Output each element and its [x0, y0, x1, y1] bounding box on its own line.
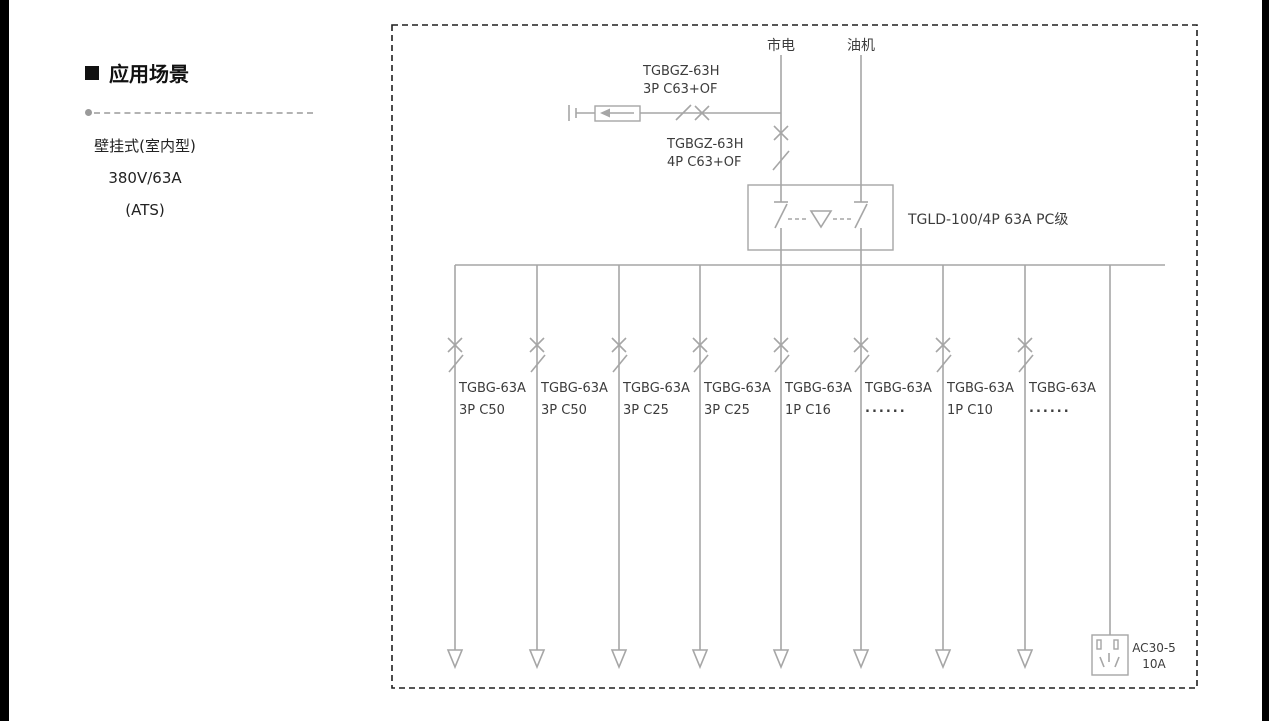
separator-dot	[85, 109, 92, 116]
branch-model: TGBG-63A	[864, 381, 932, 396]
branch-spec: 3P C25	[704, 403, 750, 418]
branch-model: TGBG-63A	[1028, 381, 1096, 396]
branch-model: TGBG-63A	[703, 381, 771, 396]
branch-spec: 1P C16	[785, 403, 831, 418]
branch-circuit-7: TGBG-63A 1P C10	[934, 265, 1014, 670]
load-arrow	[934, 649, 952, 670]
left-edge-bar	[0, 0, 9, 721]
load-arrow	[528, 649, 546, 670]
branch-model: TGBG-63A	[458, 381, 526, 396]
main-breaker-model: TGBGZ-63H	[666, 137, 743, 152]
scenario-line-rating: 380V/63A	[108, 169, 182, 187]
load-arrow	[610, 649, 628, 670]
branch-spec: 3P C25	[623, 403, 669, 418]
load-arrow	[446, 649, 464, 670]
ats-switch	[747, 184, 894, 265]
load-arrow	[691, 649, 709, 670]
diagram-dashed-border	[391, 24, 1198, 689]
branch-model: TGBG-63A	[946, 381, 1014, 396]
generator-source-label: 油机	[847, 38, 875, 54]
main-breaker-symbol	[772, 125, 790, 171]
application-scenario-panel: 应用场景 壁挂式(室内型) 380V/63A (ATS)	[85, 58, 325, 226]
branch-model: TGBG-63A	[622, 381, 690, 396]
branch-spec: 3P C50	[541, 403, 587, 418]
scenario-description: 壁挂式(室内型) 380V/63A (ATS)	[85, 130, 205, 226]
branch-circuit-4: TGBG-63A 3P C25	[691, 265, 771, 670]
branch-model: TGBG-63A	[784, 381, 852, 396]
spd-breaker-symbol	[675, 104, 710, 121]
branch-circuit-6: TGBG-63A ......	[852, 265, 932, 670]
ats-mechanism-triangle	[809, 210, 833, 229]
section-title: 应用场景	[85, 58, 325, 87]
socket-branch: AC30-5 10A	[1091, 265, 1176, 676]
right-edge-bar	[1262, 0, 1269, 721]
branch-circuit-5: TGBG-63A 1P C16	[772, 265, 852, 670]
socket-icon	[1091, 634, 1129, 676]
load-arrow	[1016, 649, 1034, 670]
branch-circuit-8: TGBG-63A ......	[1016, 265, 1096, 670]
ats-label: TGLD-100/4P 63A PC级	[907, 212, 1068, 228]
surge-arrester-box	[594, 105, 641, 122]
load-arrow	[772, 649, 790, 670]
socket-model: AC30-5	[1132, 641, 1176, 655]
square-bullet-icon	[85, 65, 99, 80]
socket-rating: 10A	[1142, 657, 1166, 671]
branch-circuit-2: TGBG-63A 3P C50	[528, 265, 608, 670]
main-breaker-spec: 4P C63+OF	[667, 155, 741, 170]
load-arrow	[852, 649, 870, 670]
spd-breaker-model: TGBGZ-63H	[642, 64, 719, 79]
branch-spec: 3P C50	[459, 403, 505, 418]
spd-breaker-spec: 3P C63+OF	[643, 82, 717, 97]
branch-spec: ......	[865, 401, 907, 416]
separator-dashes	[94, 111, 313, 114]
scenario-line-type: 壁挂式(室内型)	[94, 137, 196, 155]
branch-model: TGBG-63A	[540, 381, 608, 396]
spd-branch: TGBGZ-63H 3P C63+OF	[568, 64, 781, 122]
branch-spec: 1P C10	[947, 403, 993, 418]
section-title-text: 应用场景	[109, 62, 189, 86]
branch-circuit-1: TGBG-63A 3P C50	[446, 265, 526, 670]
scenario-line-ats: (ATS)	[125, 201, 165, 219]
dashed-separator	[85, 109, 313, 116]
branch-spec: ......	[1029, 401, 1071, 416]
mains-source-label: 市电	[767, 37, 795, 54]
branch-circuit-3: TGBG-63A 3P C25	[610, 265, 690, 670]
